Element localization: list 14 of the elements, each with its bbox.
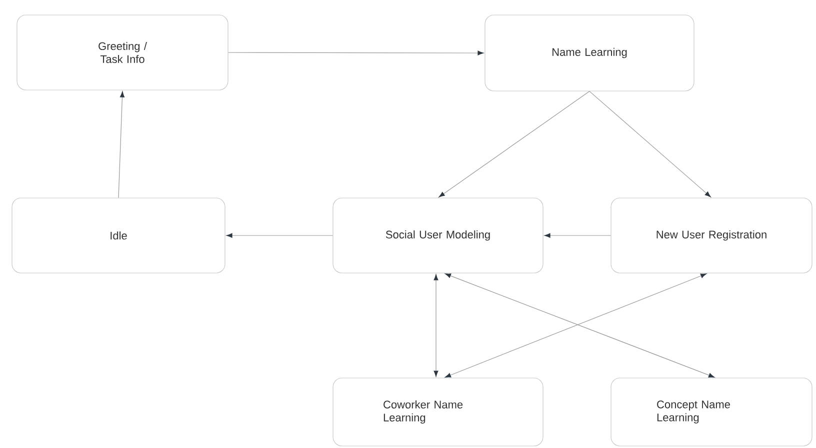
process-box: New User Registration	[610, 198, 812, 274]
arrow	[438, 91, 590, 198]
arrow	[434, 274, 438, 377]
process-box: Name Learning	[484, 14, 694, 92]
arrow	[544, 233, 611, 238]
arrow	[118, 91, 125, 198]
arrow	[589, 91, 711, 198]
process-box: Idle	[12, 198, 226, 274]
process-box: Coworker Name Learning	[332, 378, 544, 446]
arrow	[226, 233, 333, 238]
process-box: Concept Name Learning	[610, 378, 812, 446]
process-box: Greeting / Task Info	[16, 14, 228, 90]
arrow	[228, 50, 484, 56]
process-box: Social User Modeling	[332, 198, 544, 274]
